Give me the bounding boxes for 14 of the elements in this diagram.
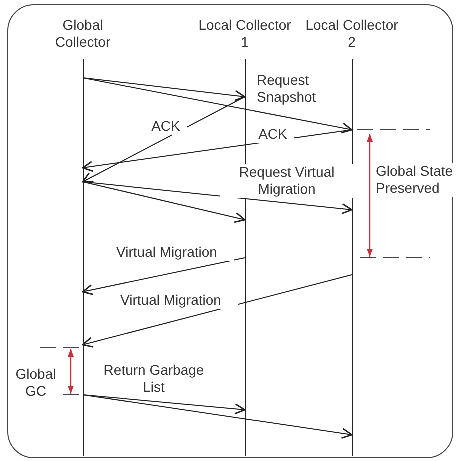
lifeline-header: Global Collector <box>54 17 112 51</box>
message-arrow <box>82 182 246 224</box>
lifeline-header: Local Collector 2 <box>304 17 400 51</box>
edge-label: Request Virtual Migration <box>220 164 354 198</box>
message-arrow <box>82 182 353 214</box>
message-arrow <box>82 78 353 134</box>
lifeline-header: Local Collector 1 <box>198 17 292 51</box>
span-label: Global State Preserved <box>375 163 456 197</box>
message-arrow <box>82 394 353 440</box>
message-arrow <box>82 96 246 183</box>
message-arrow <box>82 274 352 348</box>
message-arrow <box>82 78 246 102</box>
message-arrow <box>82 394 246 415</box>
message-arrow <box>82 258 246 296</box>
